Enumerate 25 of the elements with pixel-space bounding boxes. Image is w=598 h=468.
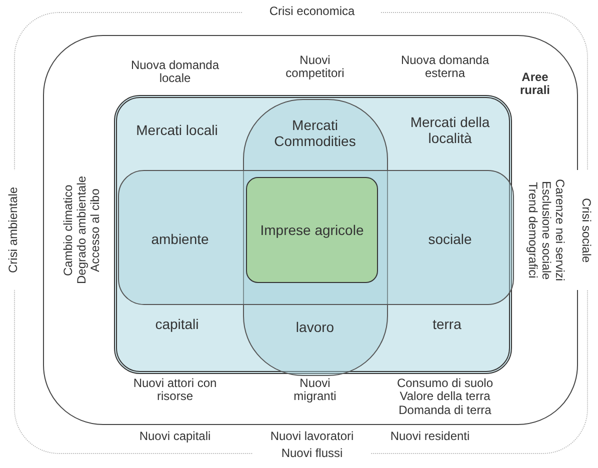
region-label: ambiente (150, 231, 210, 247)
region-label: terra (432, 316, 462, 332)
annotation-text: Nuova domanda locale (130, 58, 220, 86)
frame-label: Crisi economica (243, 5, 381, 18)
region-label: Imprese agricole (259, 222, 365, 238)
region-label: capitali (154, 316, 200, 332)
annotation-text: Nuovi residenti (389, 430, 471, 444)
core-box (246, 177, 378, 283)
region-frame (43, 35, 578, 425)
annotation-text: Nuovi capitali (138, 430, 212, 444)
annotation-text: Nuovi attori con risorse (132, 376, 218, 404)
annotation-text: Cambio climatico Degrado ambientale Accesso al cibo (62, 174, 102, 286)
region-label: Mercati Commodities (273, 117, 357, 149)
annotation-text: Nuovi competitori (284, 54, 346, 80)
frame-label: Nuovi flussi (253, 447, 371, 460)
annotation-text: Nuovi migranti (292, 376, 338, 404)
region-label: Mercati locali (135, 122, 219, 138)
region-label: lavoro (294, 319, 336, 335)
region-label: sociale (427, 231, 473, 247)
annotation-text: Nuovi lavoratori (269, 430, 355, 444)
annotation-text: Nuova domanda esterna (400, 54, 490, 80)
annotation-text: Consumo di suolo Valore della terra Domanda di terra (396, 376, 494, 417)
region-label: Mercati della località (409, 114, 491, 146)
area-title: Aree rurali (518, 70, 551, 98)
annotation-text: Carenze nei servizi Esclusione sociale Trend demografici (526, 178, 566, 284)
